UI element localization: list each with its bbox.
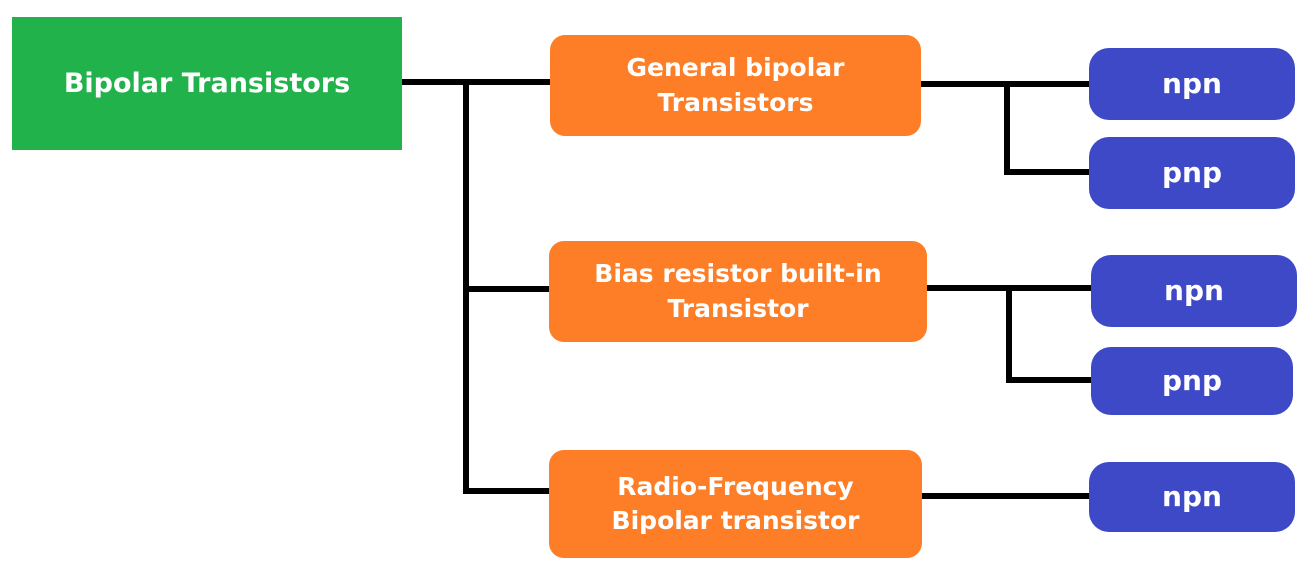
- leaf-node-bias-npn: npn: [1091, 255, 1297, 327]
- leaf-label: npn: [1162, 66, 1222, 100]
- root-label: Bipolar Transistors: [63, 67, 351, 99]
- category-node-radio-frequency: Radio-Frequency Bipolar transistor: [549, 450, 922, 558]
- leaf-node-bias-pnp: pnp: [1091, 347, 1293, 415]
- category-label: General bipolar Transistors: [626, 53, 845, 117]
- leaf-node-rf-npn: npn: [1089, 462, 1295, 532]
- category-label: Radio-Frequency Bipolar transistor: [611, 471, 860, 536]
- leaf-label: pnp: [1161, 155, 1223, 189]
- leaf-label: pnp: [1161, 363, 1223, 397]
- leaf-node-general-npn: npn: [1089, 48, 1295, 120]
- category-label: Bias resistor built-in Transistor: [594, 259, 882, 323]
- category-node-general: General bipolar Transistors: [550, 35, 921, 136]
- root-node: Bipolar Transistors: [12, 17, 402, 150]
- leaf-label: npn: [1162, 479, 1222, 513]
- leaf-label: npn: [1164, 273, 1224, 307]
- leaf-node-general-pnp: pnp: [1089, 137, 1295, 209]
- category-node-bias-resistor: Bias resistor built-in Transistor: [549, 241, 927, 342]
